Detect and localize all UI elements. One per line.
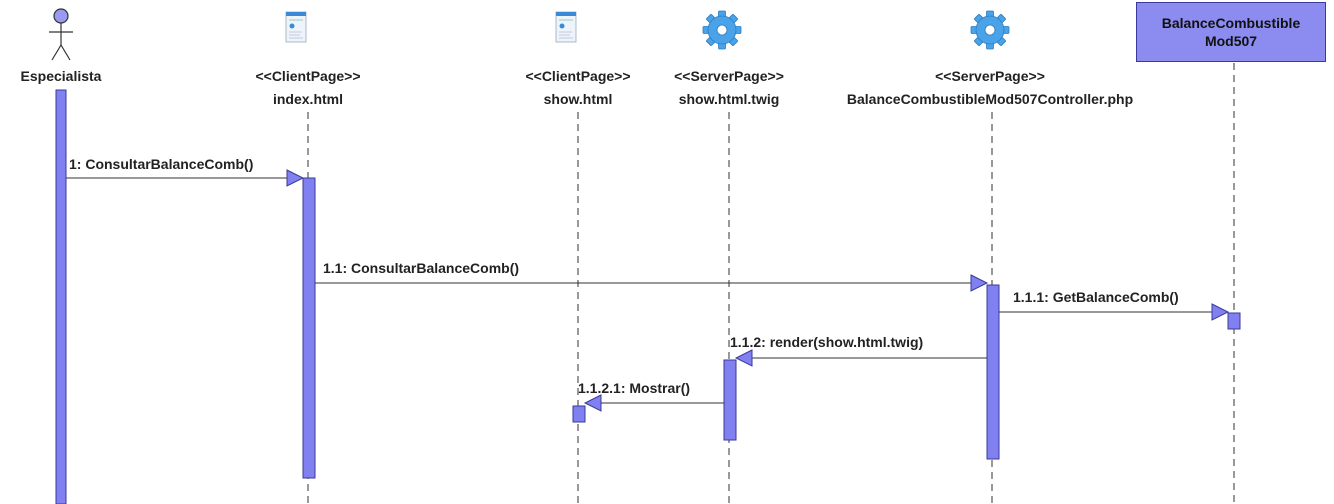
actor-name: Especialista bbox=[20, 68, 102, 84]
message-arrow-m2 bbox=[315, 274, 989, 292]
message-label-m1: 1: ConsultarBalanceComb() bbox=[69, 156, 254, 172]
activation-index bbox=[302, 177, 316, 479]
server-page-gear-icon bbox=[970, 10, 1010, 50]
participant-name-show: show.html bbox=[543, 91, 613, 107]
stereotype-label-index: <<ClientPage>> bbox=[255, 68, 361, 84]
message-label-m3: 1.1.1: GetBalanceComb() bbox=[1013, 289, 1179, 305]
message-label-m2: 1.1: ConsultarBalanceComb() bbox=[323, 260, 520, 276]
activation-show bbox=[572, 405, 586, 423]
stereotype-label-show: <<ClientPage>> bbox=[525, 68, 631, 84]
participant-name-twig: show.html.twig bbox=[678, 91, 780, 107]
activation-entity bbox=[1227, 312, 1241, 330]
activation-twig bbox=[723, 359, 737, 441]
message-label-m4: 1.1.2: render(show.html.twig) bbox=[730, 334, 924, 350]
activation-controller bbox=[986, 284, 1000, 460]
message-label-m5: 1.1.2.1: Mostrar() bbox=[578, 380, 691, 396]
message-arrow-m3 bbox=[999, 303, 1230, 321]
stereotype-label-twig: <<ServerPage>> bbox=[674, 68, 784, 84]
client-page-icon bbox=[555, 11, 577, 43]
entity-name-line2: Mod507 bbox=[1204, 33, 1258, 49]
activation-bars bbox=[55, 89, 1241, 504]
client-page-icon bbox=[285, 11, 307, 43]
message-arrow-m5 bbox=[583, 394, 724, 412]
entity-box-balance: BalanceCombustible Mod507 bbox=[1136, 2, 1326, 62]
actor-icon bbox=[49, 8, 73, 61]
entity-name-line1: BalanceCombustible bbox=[1161, 15, 1301, 31]
activation-especialista bbox=[55, 89, 67, 504]
participant-name-controller: BalanceCombustibleMod507Controller.php bbox=[846, 91, 1134, 107]
message-arrow-m4 bbox=[734, 349, 987, 367]
message-arrow-m1 bbox=[66, 169, 305, 187]
stereotype-label-controller: <<ServerPage>> bbox=[935, 68, 1045, 84]
server-page-gear-icon bbox=[702, 10, 742, 50]
message-arrows bbox=[66, 169, 1230, 412]
participant-name-index: index.html bbox=[272, 91, 344, 107]
